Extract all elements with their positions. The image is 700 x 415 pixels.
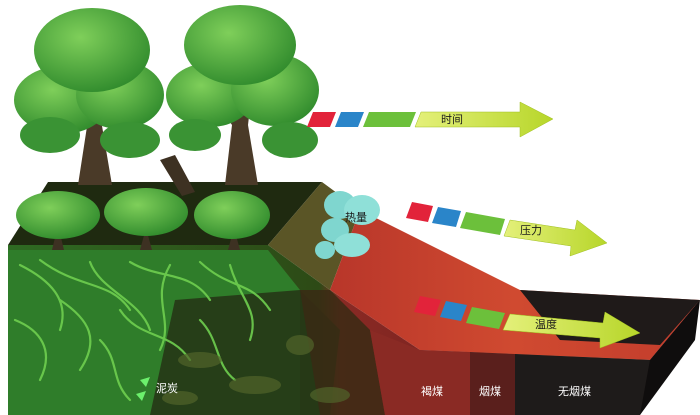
heat-cloud: 热量 [315,191,380,259]
layer-label-anthracite: 无烟煤 [558,384,591,398]
arrow-label-time: 时间 [441,113,463,126]
heat-label: 热量 [345,211,367,224]
arrow-label-pressure: 压力 [520,224,542,237]
lignite-band [370,330,470,415]
swatch-green [466,307,505,329]
dark-soil-layer [150,290,340,415]
soil-mottling [162,335,350,405]
swatch-blue [432,207,461,227]
layer-label-peat: 泥炭 [156,382,178,395]
bituminous-band [470,352,515,415]
swatch-green [363,112,416,127]
arrow-label-temperature: 温度 [535,317,557,331]
arrow-pressure: 压力 [406,202,608,257]
layer-label-lignite: 褐煤 [421,384,443,398]
tree-large-left [14,8,164,185]
layer-labels: 泥炭 褐煤 烟煤 无烟煤 [136,377,591,401]
arrow-shaft-time [414,101,554,138]
block-right-edge [640,300,700,415]
arrow-time: 时间 [307,101,554,138]
bush-row [16,188,270,250]
arrow-shaft-pressure [503,219,608,257]
swatch-blue [440,301,467,321]
swatch-green [460,212,505,235]
forest [14,5,319,250]
anthracite-band [515,354,650,415]
arrow-temperature: 温度 [414,296,641,349]
swatch-red [414,296,441,316]
layer-label-bituminous: 烟煤 [479,384,501,398]
swatch-red [307,112,336,127]
arrow-shaft-temperature [502,311,641,349]
ground-block [8,182,700,415]
peat-marker [136,377,150,401]
swatch-blue [335,112,364,127]
fallen-log [160,155,195,196]
tree-large-right [166,5,319,185]
peat-sediment [300,290,385,415]
swatch-red [406,202,433,222]
root-network [13,258,272,402]
